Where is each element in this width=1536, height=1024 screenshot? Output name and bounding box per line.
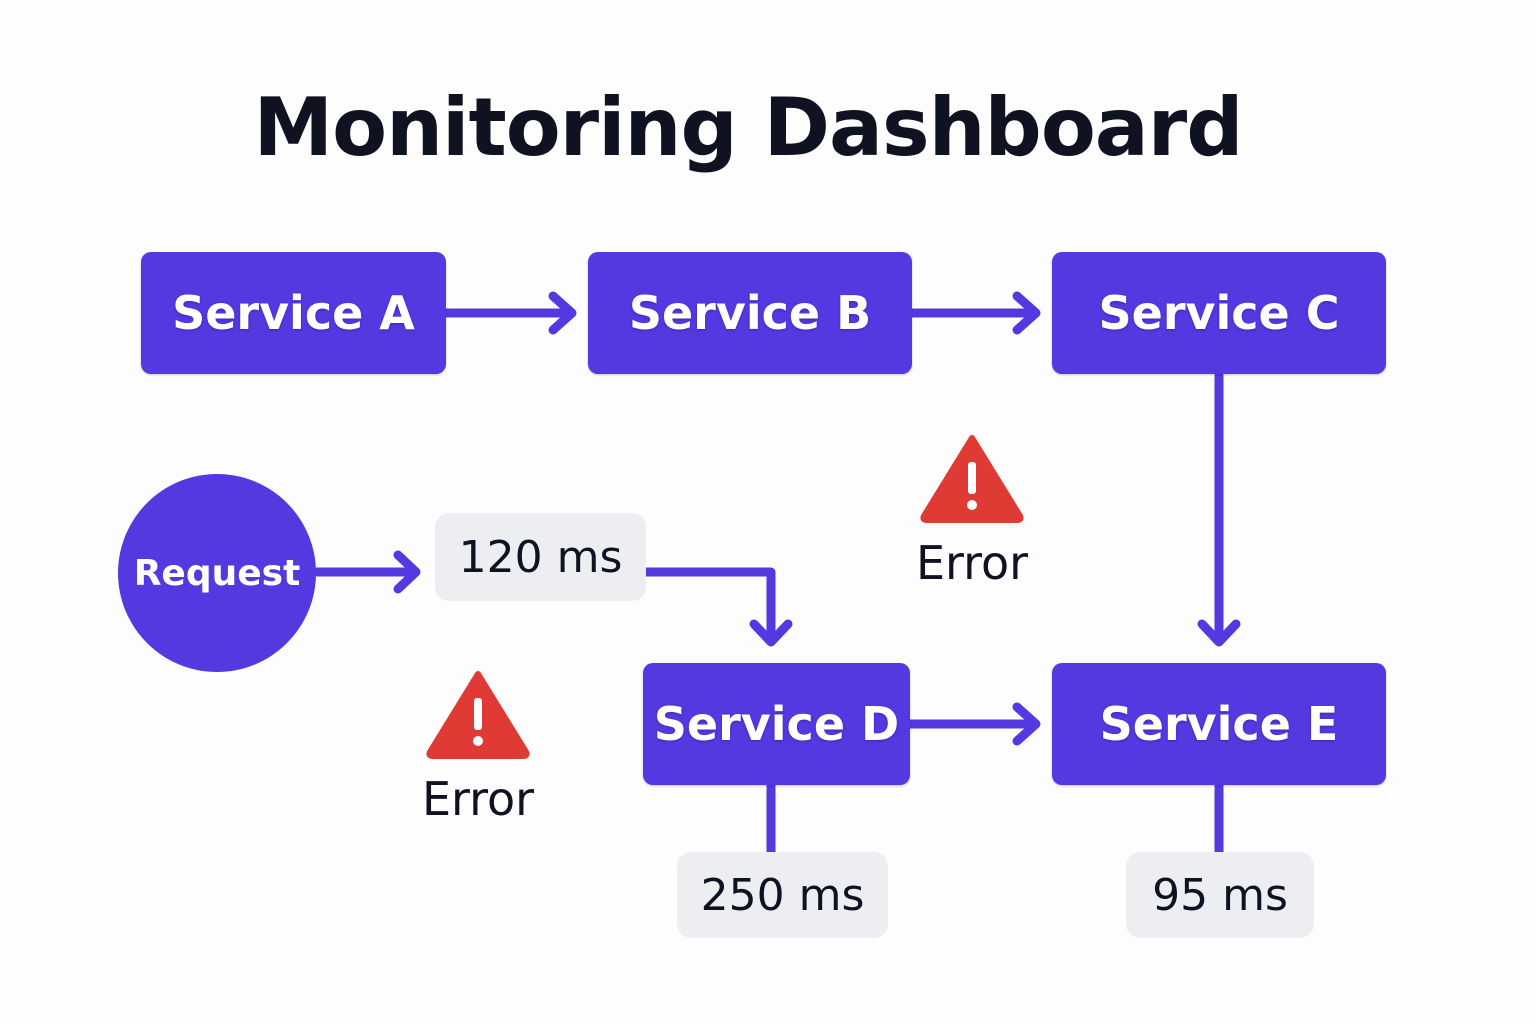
arrow-b-to-c bbox=[907, 291, 1041, 335]
request-node[interactable]: Request bbox=[118, 474, 316, 672]
arrow-latency-to-d bbox=[641, 567, 793, 647]
latency-badge-service-d: 250 ms bbox=[677, 852, 888, 938]
service-e-node[interactable]: Service E bbox=[1052, 663, 1386, 785]
error-label-right: Error bbox=[915, 536, 1029, 590]
arrow-d-to-e bbox=[905, 702, 1041, 746]
arrow-request-to-latency bbox=[312, 550, 421, 594]
page-title: Monitoring Dashboard bbox=[253, 81, 1244, 174]
service-b-node[interactable]: Service B bbox=[588, 252, 912, 374]
error-label-left: Error bbox=[421, 772, 535, 826]
service-d-node[interactable]: Service D bbox=[643, 663, 910, 785]
warning-triangle-icon bbox=[920, 435, 1024, 523]
latency-badge-service-e: 95 ms bbox=[1126, 852, 1314, 938]
arrow-a-to-b bbox=[441, 291, 577, 335]
latency-badge-request: 120 ms bbox=[435, 513, 646, 601]
service-c-node[interactable]: Service C bbox=[1052, 252, 1386, 374]
warning-triangle-icon bbox=[426, 671, 530, 759]
service-a-node[interactable]: Service A bbox=[141, 252, 446, 374]
arrow-c-to-e bbox=[1197, 370, 1241, 647]
